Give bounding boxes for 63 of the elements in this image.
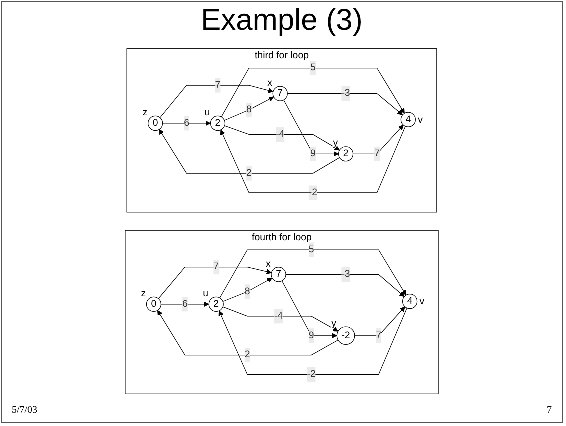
vertex-name: x (268, 78, 273, 89)
edge-label: -2 (307, 369, 316, 380)
arrow (160, 302, 210, 308)
date-text: 5/7/03 (12, 405, 38, 416)
edge-label: 2 (244, 350, 250, 360)
edge-label: 6 (182, 298, 188, 310)
arrow (354, 306, 406, 336)
arrow (221, 68, 405, 118)
edge-label: 9 (310, 148, 316, 159)
vertex-name: y (333, 138, 338, 150)
vertex-name: v (420, 296, 425, 308)
vertex-circle: -2 (336, 326, 356, 346)
arrow (158, 310, 339, 356)
vertex-name: u (203, 288, 208, 300)
edge-label: 2 (246, 168, 252, 178)
arrow (287, 93, 404, 116)
edge-label: 7 (215, 80, 221, 90)
arrow (162, 120, 211, 126)
edge-label: 7 (374, 148, 380, 159)
arrow (224, 126, 340, 151)
vertex-name: u (204, 108, 210, 119)
arrow (284, 100, 339, 157)
vertex-circle: 2 (208, 296, 224, 312)
edge-label: 6 (184, 118, 190, 128)
vertex-circle: 4 (400, 112, 416, 128)
arrow (222, 278, 273, 302)
vertex-circle: 2 (338, 146, 354, 162)
edge-label: 5 (310, 62, 316, 74)
arrow (158, 267, 272, 300)
arrow (286, 274, 405, 298)
edge-label: -3 (342, 269, 350, 280)
arrow (159, 129, 340, 174)
vertex-circle: 0 (148, 116, 164, 132)
vertex-circle: 7 (272, 86, 288, 102)
arrow (352, 124, 404, 154)
vertex-circle: 7 (271, 267, 286, 282)
edge-label: -2 (308, 188, 318, 198)
vertex-circle: 2 (210, 116, 226, 132)
edge-label: 5 (308, 244, 314, 255)
vertex-name: z (141, 288, 146, 300)
edge-label: 7 (376, 330, 382, 341)
arrow (160, 85, 274, 118)
edge-label: -4 (276, 129, 285, 140)
vertex-name: v (418, 114, 423, 126)
vertex-name: y (332, 318, 337, 330)
edge-label: 7 (214, 262, 220, 272)
arrow (220, 126, 406, 194)
slide-title: Example (3) (200, 4, 364, 38)
page-number: 7 (547, 405, 552, 416)
edge-label: -4 (274, 310, 284, 322)
edge-label: 8 (246, 104, 252, 115)
edge-label: 9 (308, 330, 314, 341)
vertex-name: z (142, 108, 148, 119)
arrow (222, 306, 339, 332)
arrow (218, 308, 408, 376)
edge-label: 8 (244, 286, 250, 297)
arrow (224, 96, 274, 121)
vertex-circle: 4 (402, 294, 418, 310)
arrow (220, 250, 407, 298)
vertex-circle: 0 (146, 296, 162, 312)
edge-label: -3 (342, 88, 350, 99)
vertex-name: x (266, 258, 271, 270)
arrow (282, 280, 338, 339)
